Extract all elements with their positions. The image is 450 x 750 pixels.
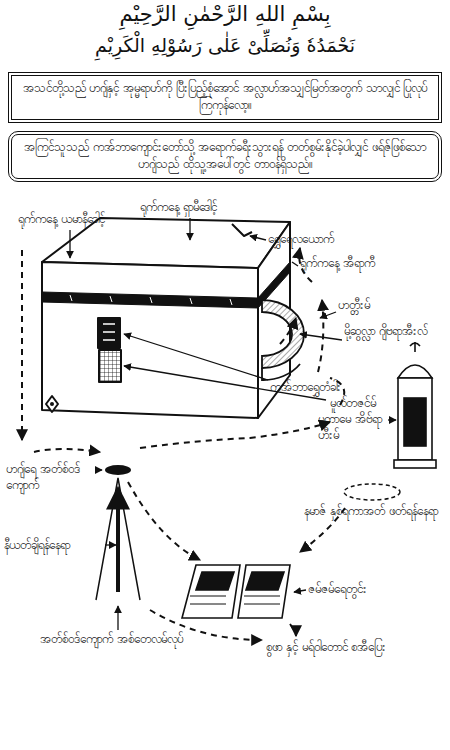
quote-box: အကြင်သူသည် ကအ်ဘာကျောင်းတော်သို့ အရောက်ခရ… xyxy=(8,131,442,182)
part-label: ရုက်ကနေ့ အီရာကီ xyxy=(300,256,440,272)
part-label: နမာဇ် နှစ်ရကာအတ် ဖတ်ရန်နေရာ xyxy=(304,504,440,520)
part-label: အတ်စ်ဝဒ်ကျောက် အစ်တေလမ်လုပ် xyxy=(40,632,190,648)
quote-text: အသင်တို့သည် ဟဂျ်နှင့် အုမ္မရာဟ်ကို ပြီးပ… xyxy=(20,80,430,115)
quote-text: အကြင်သူသည် ကအ်ဘာကျောင်းတော်သို့ အရောက်ခရ… xyxy=(20,139,430,174)
quote-box: အသင်တို့သည် ဟဂျ်နှင့် အုမ္မရာဟ်ကို ပြီးပ… xyxy=(8,72,442,123)
title-heading: بِسْمِ اللهِ الرَّحْمٰنِ الرَّحِيْمِ xyxy=(0,2,450,26)
part-label: မူလ်တဇင်မ် xyxy=(330,396,440,412)
part-label: ရုက်ကနေ့ ယမာနီဒေါင့် xyxy=(18,212,168,228)
arabic-salutation: نَحْمَدُهٗ وَنُصَلِّىْ عَلٰى رَسُوْلِهِ … xyxy=(0,34,450,56)
part-label: စွဖာ နှင့် မရ်ဝါတောင် စအီပြေး xyxy=(266,640,444,656)
part-label: ရွှေရေလယောက် xyxy=(268,232,388,248)
part-label: ဟတ္တီးမ် xyxy=(338,298,418,314)
part-label: ဇမ်ဇမ်ရေတွင်း xyxy=(308,582,438,598)
part-label: ဟဂျ်ရေ အတ်စ်ဝဒ်ကျောက် xyxy=(6,462,96,493)
part-label: နီယတ်ချိရန်နေရာ xyxy=(4,538,104,554)
part-label: ကအ်ဘာရွှေတံခါး xyxy=(270,380,390,396)
part-label: မို့ဆွလ္လာ ဂျိဗရာအီးလ် xyxy=(344,324,444,340)
part-label: ရုက်ကနေ့ ရှာမီဒေါင့် xyxy=(140,200,290,216)
part-label: မကာမေ အိဗ်ရာဟီးမ် xyxy=(318,412,390,443)
